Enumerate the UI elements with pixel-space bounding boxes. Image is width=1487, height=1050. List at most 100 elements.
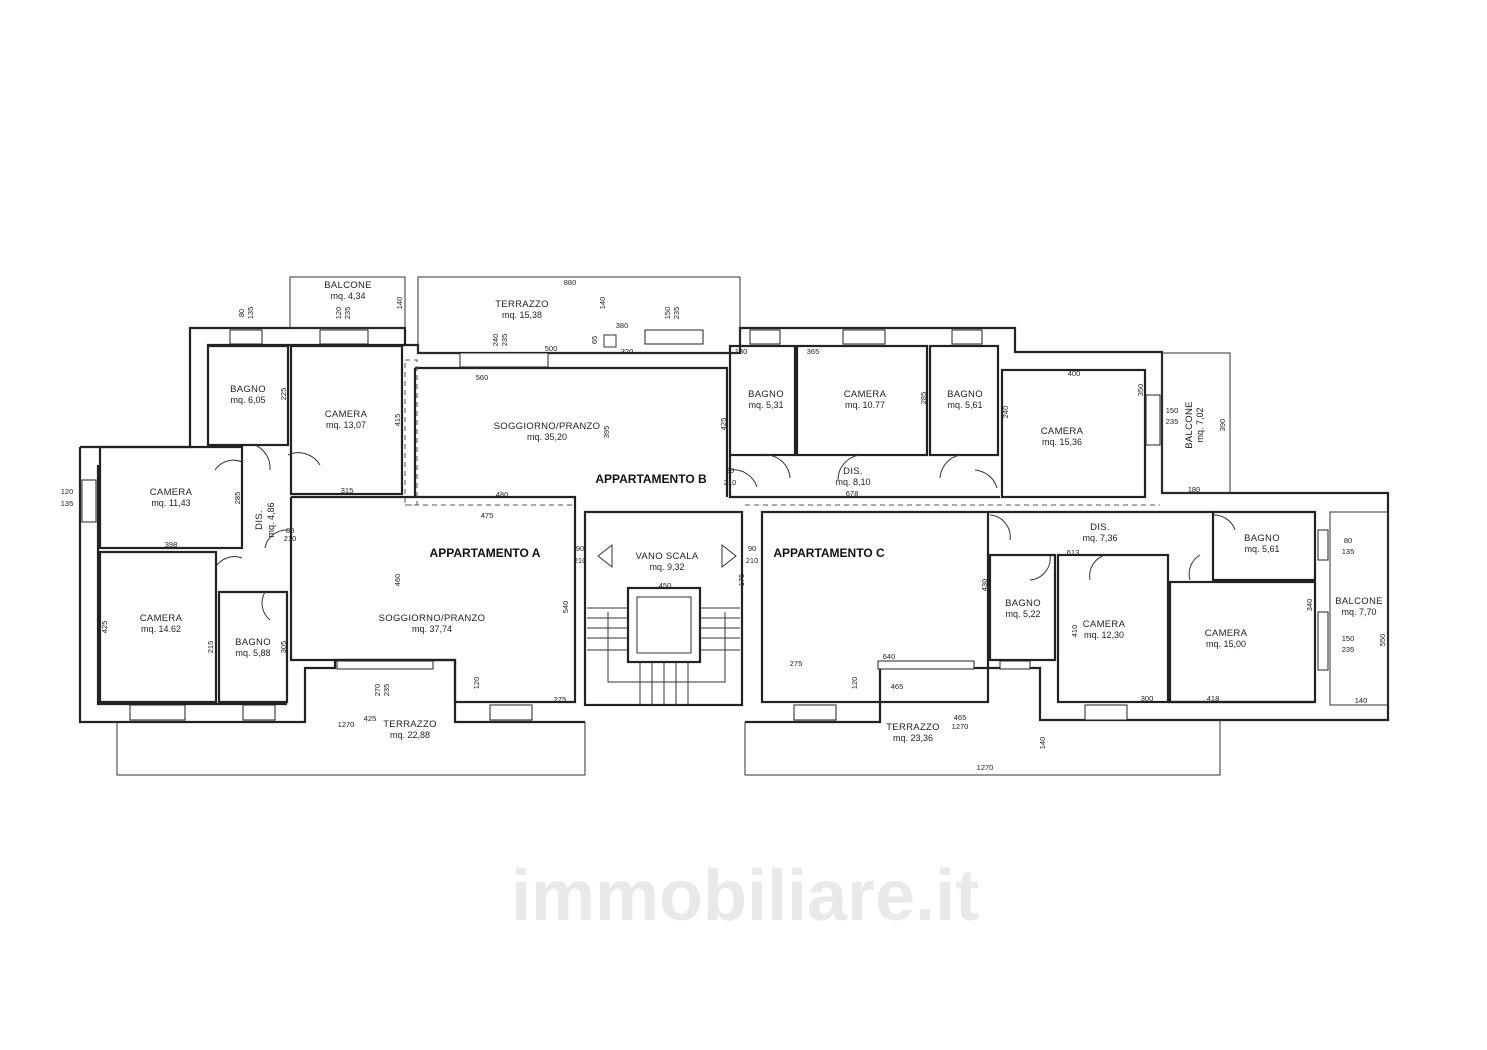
room-name: BAGNO [1244, 533, 1280, 544]
room-area: mq. 10.77 [845, 400, 885, 410]
dimension: 560 [476, 373, 489, 382]
dimension: 400 [1068, 369, 1081, 378]
window-height: 235 [1166, 417, 1179, 426]
room-labels: BALCONE mq. 4,34 BAGNO mq. 6,05 CAMERA m… [140, 280, 1383, 743]
room-area: mq. 13,07 [326, 420, 366, 430]
room-area: mq. 11,43 [151, 498, 190, 508]
door-height: 210 [284, 534, 297, 543]
window-width: 150 [1166, 406, 1179, 415]
dimension: 880 [564, 278, 577, 287]
dimension: 425 [364, 714, 377, 723]
room-name: BAGNO [1005, 598, 1041, 609]
room-area: mq. 14.62 [141, 624, 181, 634]
dimension: 340 [1305, 599, 1314, 612]
room-area: mq. 4,86 [266, 502, 276, 537]
dimension: 390 [1218, 419, 1227, 432]
room-name: BALCONE [1335, 596, 1383, 607]
window-height: 235 [1342, 645, 1355, 654]
window-height: 235 [343, 307, 352, 320]
room-area: mq. 15,36 [1042, 437, 1082, 447]
door-width: 90 [576, 544, 584, 553]
dimension: 350 [1136, 384, 1145, 397]
apartment-a-label: APPARTAMENTO A [430, 546, 541, 560]
room-name: BAGNO [230, 384, 266, 395]
room-area: mq. 7,02 [1195, 407, 1205, 442]
staircase [587, 586, 740, 705]
dimension: 1270 [952, 722, 969, 731]
dimension: 475 [481, 511, 494, 520]
room-area: mq. 5,88 [235, 648, 270, 658]
room-name: CAMERA [325, 409, 368, 420]
dimension: 140 [1038, 737, 1047, 750]
dimension: 275 [790, 659, 803, 668]
dimension: 410 [1070, 625, 1079, 638]
dimension: 460 [393, 574, 402, 587]
dimension: 140 [598, 297, 607, 310]
window-height: 135 [1342, 547, 1355, 556]
dimension: 465 [954, 713, 967, 722]
window-height: 135 [246, 307, 255, 320]
room-name: BAGNO [748, 389, 784, 400]
dimension: 320 [621, 347, 634, 356]
dimension: 285 [919, 392, 928, 405]
dimension: 1270 [338, 720, 355, 729]
dimension: 140 [395, 297, 404, 310]
room-area: mq. 5,61 [947, 400, 982, 410]
room-name: VANO SCALA [635, 551, 698, 562]
dimension: 430 [980, 579, 989, 592]
room-area: mq. 9,32 [649, 562, 684, 572]
dimension: 380 [616, 321, 629, 330]
door-width: 80 [726, 466, 734, 475]
room-area: mq. 12,30 [1084, 630, 1124, 640]
dimension: 465 [891, 682, 904, 691]
dimension: 1270 [977, 763, 994, 772]
window-height: 235 [672, 307, 681, 320]
room-name: CAMERA [1041, 426, 1084, 437]
window-height: 235 [382, 684, 391, 697]
dimension: 305 [279, 641, 288, 654]
room-area: mq. 15,38 [502, 310, 542, 320]
dimension: 365 [807, 347, 820, 356]
window-width: 120 [334, 307, 343, 320]
dimension: 640 [883, 652, 896, 661]
room-area: mq. 6,05 [230, 395, 265, 405]
dimension: 395 [602, 426, 611, 439]
window-width: 150 [663, 307, 672, 320]
room-name: TERRAZZO [886, 722, 940, 733]
room-area: mq. 35,20 [527, 432, 567, 442]
outer-walls [78, 326, 1390, 724]
dimension: 215 [206, 641, 215, 654]
apartment-c-label: APPARTAMENTO C [773, 546, 885, 560]
arrow-right-icon [721, 543, 737, 569]
room-name: SOGGIORNO/PRANZO [379, 613, 486, 624]
room-name: CAMERA [1083, 619, 1126, 630]
room-area: mq. 7,36 [1082, 533, 1117, 543]
dimension: 450 [659, 581, 672, 590]
window-width: 150 [1342, 634, 1355, 643]
window-width: 120 [61, 487, 74, 496]
room-name: CAMERA [150, 487, 193, 498]
dimension: 65 [590, 336, 599, 344]
dimension-labels: 880 140 140 65 380 320 560 500 225 415 3… [100, 278, 1387, 772]
window-width: 270 [373, 684, 382, 697]
windows [81, 329, 1329, 721]
room-area: mq. 37,74 [412, 624, 452, 634]
dimension: 613 [1067, 548, 1080, 557]
dimension: 120 [472, 677, 481, 690]
window-width: 240 [491, 334, 500, 347]
room-area: mq. 5,61 [1244, 544, 1279, 554]
room-name: DIS. [843, 466, 863, 477]
dimension: 678 [846, 489, 859, 498]
room-area: mq. 8,10 [835, 477, 870, 487]
room-area: mq. 23,36 [893, 733, 933, 743]
room-area: mq. 15,00 [1206, 639, 1246, 649]
dimension: 275 [554, 695, 567, 704]
dimension: 425 [719, 418, 728, 431]
room-name: BALCONE [324, 280, 372, 291]
watermark: immobiliare.it [511, 856, 979, 936]
dimension: 240 [1001, 406, 1010, 419]
dimension: 315 [341, 486, 354, 495]
door-height: 210 [574, 556, 587, 565]
room-name: TERRAZZO [495, 299, 549, 310]
